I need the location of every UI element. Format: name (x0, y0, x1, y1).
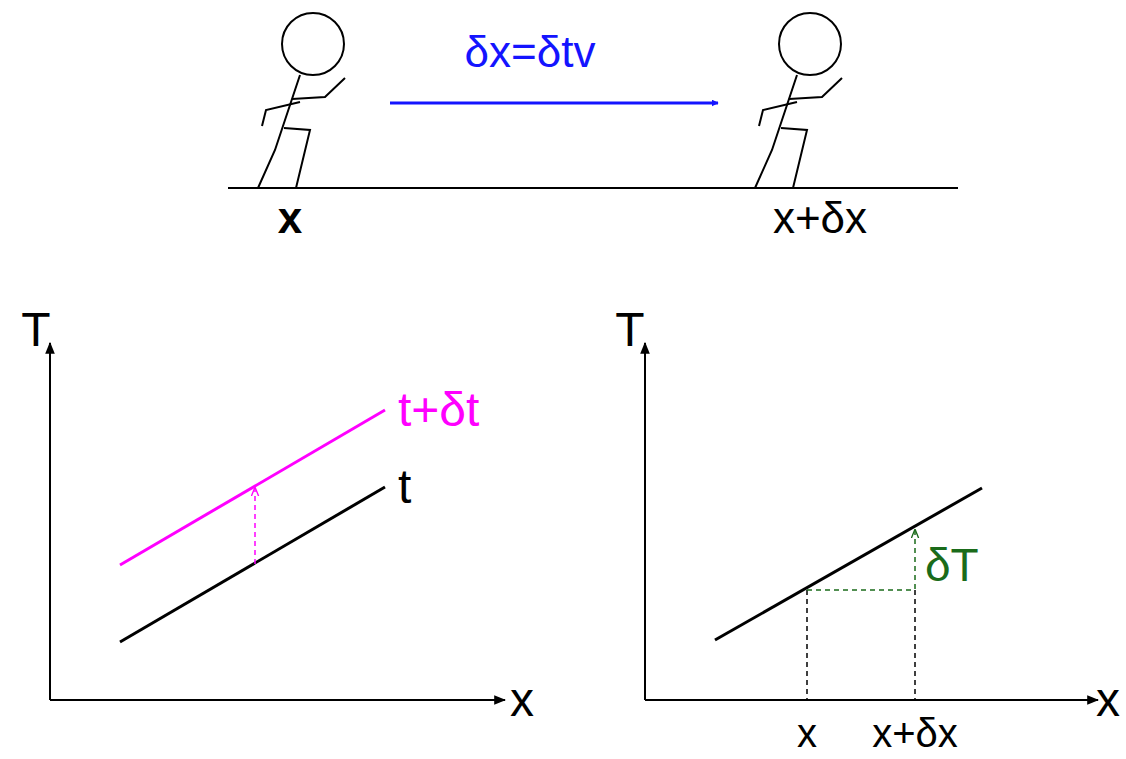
tick-label: x+δx (872, 713, 958, 753)
x-axis (645, 699, 1098, 701)
plot-right (645, 343, 1098, 700)
time-label: t+δt (398, 386, 479, 434)
time-label: t (398, 463, 411, 511)
tick-label: x (797, 713, 817, 753)
guide-line (914, 590, 916, 700)
profile-line (715, 488, 982, 640)
x-axis (50, 699, 505, 701)
position-label: x+δx (773, 196, 867, 240)
motion-arrow (390, 102, 718, 105)
profile-line (120, 487, 385, 642)
displacement-label: δx=δtv (465, 30, 596, 74)
axis-label: x (510, 676, 534, 724)
plot-left (50, 343, 505, 700)
y-axis (644, 343, 646, 700)
axis-label: x (1096, 676, 1120, 724)
increment-label: δT (925, 542, 979, 588)
axis-label: T (21, 306, 50, 354)
y-axis (49, 343, 51, 700)
stick-figure (755, 13, 842, 188)
guide-line (806, 590, 808, 700)
rise-arrow (914, 530, 916, 589)
shift-arrow (254, 488, 256, 564)
stick-figure (258, 13, 345, 188)
step-line (807, 589, 915, 591)
axis-label: T (615, 306, 644, 354)
position-label: x (278, 196, 302, 240)
shifted-profile-line (120, 410, 385, 565)
ground-line (228, 187, 958, 189)
